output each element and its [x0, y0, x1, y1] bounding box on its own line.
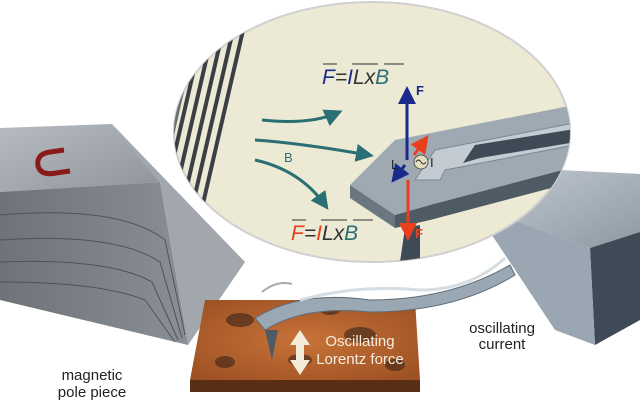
right-pole-piece	[472, 170, 640, 345]
small-arrow-icon	[261, 282, 293, 293]
field-label: B	[284, 150, 293, 165]
magnet-icon	[35, 147, 71, 177]
equation-bottom: F=ILxB	[291, 222, 358, 245]
length-arrow	[391, 163, 410, 183]
length-label: L	[391, 157, 398, 172]
force-down-label: F	[415, 226, 423, 241]
cantilever	[254, 256, 516, 360]
oscillation-arrow	[290, 330, 310, 375]
equation-top: F=ILxB	[322, 66, 389, 89]
current-label: I	[430, 155, 434, 170]
force-up-label: F	[416, 83, 424, 98]
current-arrow	[410, 135, 429, 156]
left-pole-piece	[0, 124, 245, 345]
